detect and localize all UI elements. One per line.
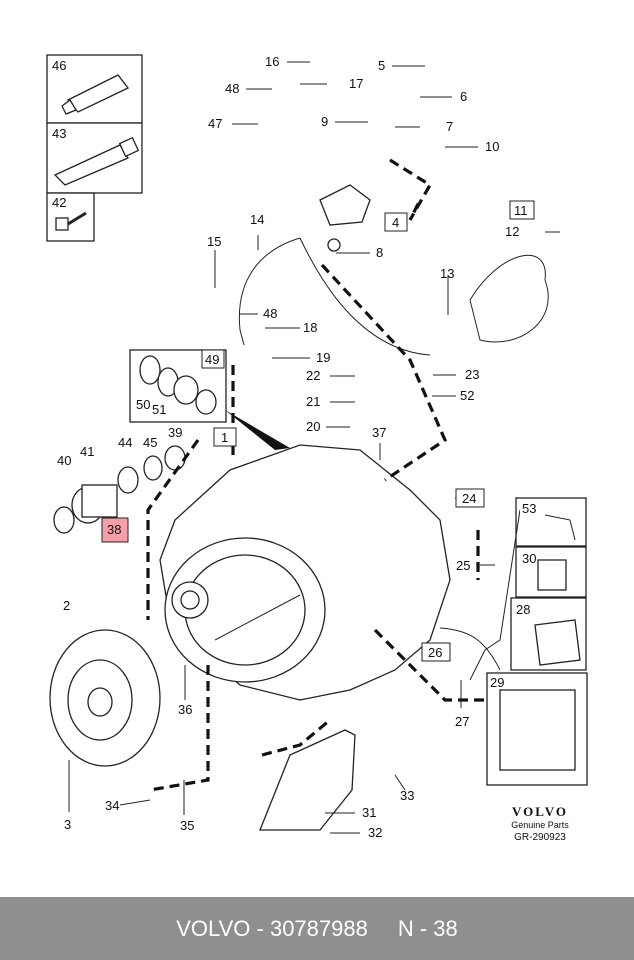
callout-5: 5 — [378, 58, 385, 73]
callout-45: 45 — [143, 435, 157, 450]
callout-26: 26 — [428, 645, 442, 660]
solenoid-box — [515, 546, 587, 598]
inset-label-42: 42 — [52, 195, 66, 210]
inset-box-46[interactable]: 46 — [46, 54, 143, 124]
callout-29: 29 — [490, 675, 504, 690]
brand-subtitle: Genuine Parts — [511, 820, 569, 830]
callout-2: 2 — [63, 598, 70, 613]
callout-15: 15 — [207, 234, 221, 249]
exploded-parts-diagram: 46 43 42 — [46, 54, 588, 840]
valve-body — [486, 672, 588, 786]
callout-14: 14 — [250, 212, 264, 227]
callout-50: 50 — [136, 397, 150, 412]
highlighted-part-38[interactable]: 38 — [101, 517, 129, 543]
callout-8: 8 — [376, 245, 383, 260]
callout-27: 27 — [455, 714, 469, 729]
transmission-housing — [159, 444, 451, 701]
callout-22: 22 — [306, 368, 320, 383]
footer-bar: VOLVO - 30787988 N - 38 — [0, 897, 634, 960]
callout-35: 35 — [180, 818, 194, 833]
oil-pan — [259, 729, 356, 831]
callout-32: 32 — [368, 825, 382, 840]
callout-9: 9 — [321, 114, 328, 129]
callout-7: 7 — [446, 119, 453, 134]
callout-6: 6 — [460, 89, 467, 104]
callout-39: 39 — [168, 425, 182, 440]
callout-labels: 16 17 48 47 9 5 6 7 10 8 14 15 48 18 19 … — [57, 54, 519, 840]
callout-12: 12 — [505, 224, 519, 239]
sensor-assembly — [319, 184, 371, 252]
torque-converter — [49, 629, 161, 767]
callout-48-top: 48 — [225, 81, 239, 96]
seal-kit-box — [129, 349, 227, 423]
seal-stack — [53, 445, 186, 534]
footer-part-number: VOLVO - 30787988 — [176, 915, 368, 941]
callout-16: 16 — [265, 54, 279, 69]
callout-4: 4 — [392, 215, 399, 230]
callout-10: 10 — [485, 139, 499, 154]
callout-21: 21 — [306, 394, 320, 409]
callout-31: 31 — [362, 805, 376, 820]
callout-3: 3 — [64, 817, 71, 832]
diagram-reference: GR-290923 — [514, 832, 566, 843]
callout-28: 28 — [516, 602, 530, 617]
boxed-callouts: 4 11 49 1 24 53 30 28 29 26 — [201, 200, 542, 690]
brand-logo: VOLVO — [512, 804, 568, 819]
callout-36: 36 — [178, 702, 192, 717]
callout-19: 19 — [316, 350, 330, 365]
callout-20: 20 — [306, 419, 320, 434]
callout-40: 40 — [57, 453, 71, 468]
callout-23: 23 — [465, 367, 479, 382]
callout-30: 30 — [522, 551, 536, 566]
callout-11: 11 — [514, 203, 528, 218]
callout-18: 18 — [303, 320, 317, 335]
callout-37: 37 — [372, 425, 386, 440]
callout-49: 49 — [205, 352, 219, 367]
inset-box-43[interactable]: 43 — [46, 122, 143, 194]
callout-33: 33 — [400, 788, 414, 803]
grease-tube-icon — [53, 136, 140, 186]
callout-24: 24 — [462, 491, 476, 506]
callout-38: 38 — [107, 522, 121, 537]
gasket-box — [510, 597, 587, 671]
callout-51: 51 — [152, 402, 166, 417]
callout-44: 44 — [118, 435, 132, 450]
callout-13: 13 — [440, 266, 454, 281]
callout-17: 17 — [349, 76, 363, 91]
bolt-icon — [55, 211, 87, 231]
callout-52: 52 — [460, 388, 474, 403]
inset-box-42[interactable]: 42 — [46, 192, 95, 242]
callout-1: 1 — [221, 430, 228, 445]
inset-label-46: 46 — [52, 58, 66, 73]
callout-34: 34 — [105, 798, 119, 813]
callout-47: 47 — [208, 116, 222, 131]
sealant-tube-icon — [61, 74, 130, 115]
inset-label-43: 43 — [52, 126, 66, 141]
callout-48-mid: 48 — [263, 306, 277, 321]
callout-53: 53 — [522, 501, 536, 516]
callout-41: 41 — [80, 444, 94, 459]
callout-25: 25 — [456, 558, 470, 573]
footer-position: N - 38 — [397, 915, 458, 941]
wiring-harness — [238, 237, 549, 681]
